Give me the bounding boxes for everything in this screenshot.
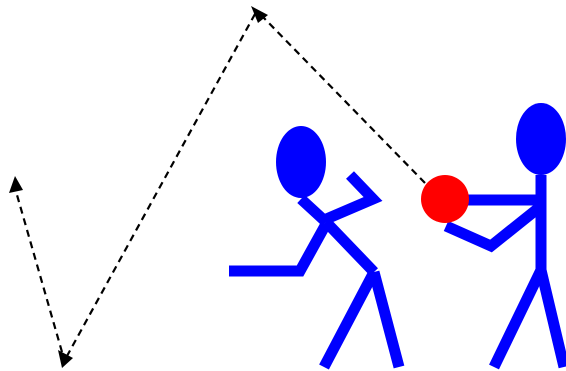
left-stick-figure bbox=[229, 126, 399, 367]
trajectory-segment-3 bbox=[15, 188, 62, 352]
red-ball bbox=[421, 175, 469, 223]
trajectory-segment-2 bbox=[67, 14, 255, 356]
arrowhead-left bbox=[9, 176, 23, 193]
right-figure-leg-right bbox=[541, 270, 564, 367]
left-figure-leg-left bbox=[324, 272, 374, 367]
right-figure-leg-left bbox=[494, 270, 541, 367]
left-figure-arm-right bbox=[324, 175, 373, 220]
left-figure-head bbox=[276, 126, 326, 198]
left-figure-neck bbox=[301, 199, 326, 222]
right-figure-head bbox=[516, 103, 566, 175]
left-figure-leg-right bbox=[374, 272, 399, 367]
right-stick-figure bbox=[446, 103, 566, 367]
left-figure-arm-left bbox=[229, 224, 326, 271]
left-figure-torso bbox=[326, 222, 374, 272]
arrowhead-bottom bbox=[58, 350, 73, 368]
